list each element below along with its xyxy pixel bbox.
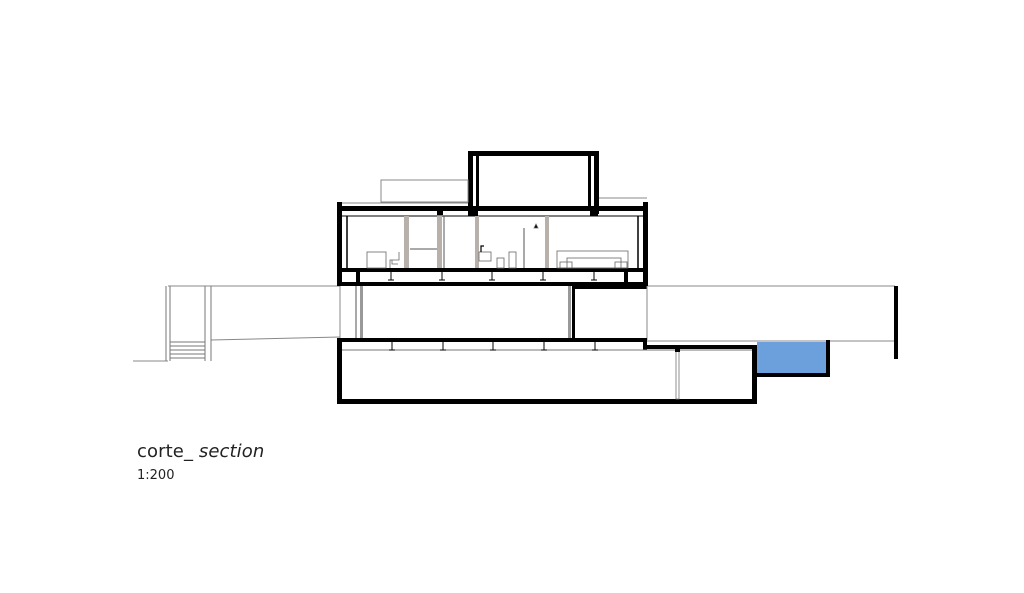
furniture bbox=[366, 223, 629, 269]
exterior-stair bbox=[165, 286, 212, 361]
drawing-scale: 1:200 bbox=[137, 468, 175, 483]
retaining-wall-right bbox=[894, 286, 898, 359]
terrain-lines bbox=[133, 285, 895, 362]
rooftop-volume bbox=[468, 151, 599, 214]
slab-anchors bbox=[388, 272, 597, 281]
basement-anchors bbox=[389, 342, 598, 351]
partition-lines bbox=[410, 216, 525, 268]
pillow-right bbox=[614, 261, 628, 269]
section-title: corte_ section bbox=[137, 441, 264, 462]
chair bbox=[389, 252, 400, 268]
faucet bbox=[480, 245, 484, 252]
swimming-pool bbox=[752, 340, 830, 377]
section-title-prefix: corte_ bbox=[137, 441, 199, 462]
roof-parapet bbox=[340, 179, 647, 204]
upper-floor-structure bbox=[337, 202, 648, 286]
desk bbox=[366, 251, 387, 269]
basement bbox=[337, 338, 757, 404]
bed-headboard bbox=[556, 250, 629, 269]
bed bbox=[566, 257, 622, 269]
bidet bbox=[496, 257, 505, 269]
pillow-left bbox=[559, 261, 573, 269]
toilet bbox=[508, 251, 517, 269]
section-title-italic: section bbox=[198, 441, 265, 462]
sink-counter bbox=[478, 251, 492, 262]
partitions bbox=[404, 216, 549, 268]
light-fixture bbox=[533, 223, 539, 229]
ground-level bbox=[355, 286, 648, 340]
